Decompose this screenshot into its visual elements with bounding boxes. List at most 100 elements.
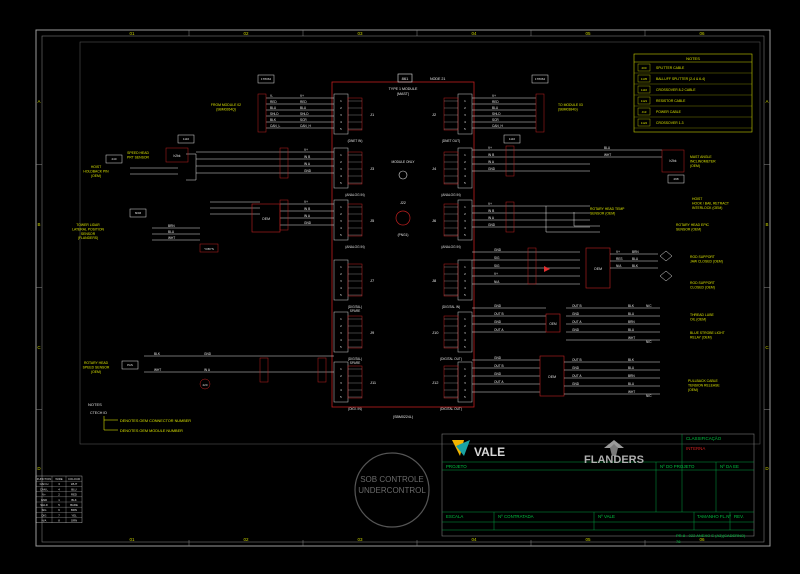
pin-number: 2	[340, 272, 342, 276]
wire-label: V+	[616, 250, 620, 254]
wire-label: N/C	[646, 340, 652, 344]
device-label: ROTARY HEAD EPIC	[676, 223, 710, 227]
wire-label: SCR	[492, 118, 499, 122]
pin-number: 1	[340, 153, 342, 157]
table-cell: 3	[58, 482, 60, 486]
pin-number: 4	[340, 286, 342, 290]
wire-label: BLK	[628, 358, 635, 362]
device-label: HOOK / BAIL RETRACT	[692, 201, 729, 205]
wire-label: CAN_H	[492, 124, 504, 128]
connector-id: J4	[432, 166, 437, 171]
wire-label: BRN	[628, 374, 635, 378]
connector-function: (DIGITAL IN)	[442, 305, 460, 309]
table-cell: V+	[42, 493, 46, 497]
pin-number: 2	[340, 106, 342, 110]
wire-label: GND	[304, 221, 312, 225]
pin-number: 4	[464, 174, 466, 178]
grid-col-label: 02	[243, 537, 249, 542]
pin-number: 2	[340, 160, 342, 164]
device-label: (OEM)	[91, 370, 101, 374]
pin-number: 3	[340, 219, 342, 223]
grid-col-label: 01	[129, 537, 135, 542]
connector-id: J7	[370, 278, 375, 283]
wire-label: BLU	[632, 257, 639, 261]
center-connector-label: J22	[400, 201, 406, 205]
wire-label: OUT B	[572, 358, 582, 362]
module-type: TYPE 1 MODULE	[389, 87, 418, 91]
device-tag: Y0BYS	[204, 247, 214, 251]
flanders-logo: FLANDERS	[584, 440, 644, 466]
pin-number: 5	[340, 345, 342, 349]
wire-label: BLU	[300, 106, 307, 110]
legend-title: NOTES	[88, 402, 102, 407]
note-text: SPLITTER CABLE	[656, 66, 685, 70]
wire-label: BLU	[628, 366, 635, 370]
device-tag: 1116	[509, 137, 516, 141]
table-cell: CAN H	[40, 482, 49, 486]
pin-number: 4	[340, 174, 342, 178]
drawing-number: PR-8 - 022 ANEXO E (A3)(CADERNO)	[676, 533, 746, 538]
connector-function: (DNET OUT)	[442, 139, 460, 143]
note-code: 1116	[641, 88, 648, 92]
device-tag: h2bk	[670, 159, 677, 163]
wire-label: GND	[572, 366, 580, 370]
wire-label: WHT	[604, 153, 611, 157]
pin-number: 2	[464, 212, 466, 216]
device-label: SENSOR (OEM)	[590, 211, 615, 215]
pin-number: 4	[464, 388, 466, 392]
connector-function: (DIGITAL)	[348, 305, 362, 309]
wire-label: OUT A	[494, 328, 504, 332]
device-label: (SBM0384G)	[558, 107, 578, 111]
wire-label: BLU	[168, 230, 175, 234]
device-label: HOIST	[692, 197, 702, 201]
pin-number: 5	[340, 127, 342, 131]
pin-number: 3	[340, 381, 342, 385]
connector-function: (DIGITAL OUT)	[440, 357, 462, 361]
pin-number: 1	[464, 99, 466, 103]
wire-label: RES	[616, 257, 623, 261]
pin-number: 2	[464, 374, 466, 378]
device-label: SPEED HEAD	[127, 151, 149, 155]
table-cell: N/A	[42, 519, 47, 523]
table-cell: BRN	[71, 508, 77, 512]
legend-line2: DENOTES OEM MODULE NUMBER	[120, 429, 183, 433]
wire-label: SCR	[300, 118, 307, 122]
classificacao-value: INTERNA	[686, 446, 705, 451]
table-cell: BLK	[71, 498, 76, 502]
connector-id: J8	[432, 278, 437, 283]
connector-id: J12	[432, 380, 439, 385]
sheet-number: 78	[676, 539, 681, 544]
wire-label: N/C	[646, 304, 652, 308]
legend-line1: DENOTES OEM CONNECTOR NUMBER	[120, 419, 191, 423]
wire-label: IN B	[304, 207, 310, 211]
pin-number: 1	[340, 317, 342, 321]
n-do-projeto-label: Nº DO PROJETO	[660, 464, 695, 469]
drawing-border	[79, 41, 761, 445]
wire-label: BLK	[628, 304, 635, 308]
note-code: 1122	[641, 121, 648, 125]
device-tag: PAS	[127, 363, 133, 367]
classificacao-label: CLASSIFICAÇÃO	[686, 436, 722, 441]
wire-label: V+	[494, 272, 498, 276]
pin-number: 1	[464, 367, 466, 371]
wire-label: IN A	[304, 162, 311, 166]
wire-label: IN A	[204, 368, 211, 372]
device-label: LATERAL POSITION	[72, 227, 104, 231]
table-cell: RED	[71, 493, 77, 497]
table-cell: 5	[58, 503, 60, 507]
device-label: PULLBACK CABLE	[688, 379, 719, 383]
pin-number: 5	[464, 127, 466, 131]
connector-id: J6	[432, 218, 437, 223]
wire-label: OUT A	[572, 320, 582, 324]
